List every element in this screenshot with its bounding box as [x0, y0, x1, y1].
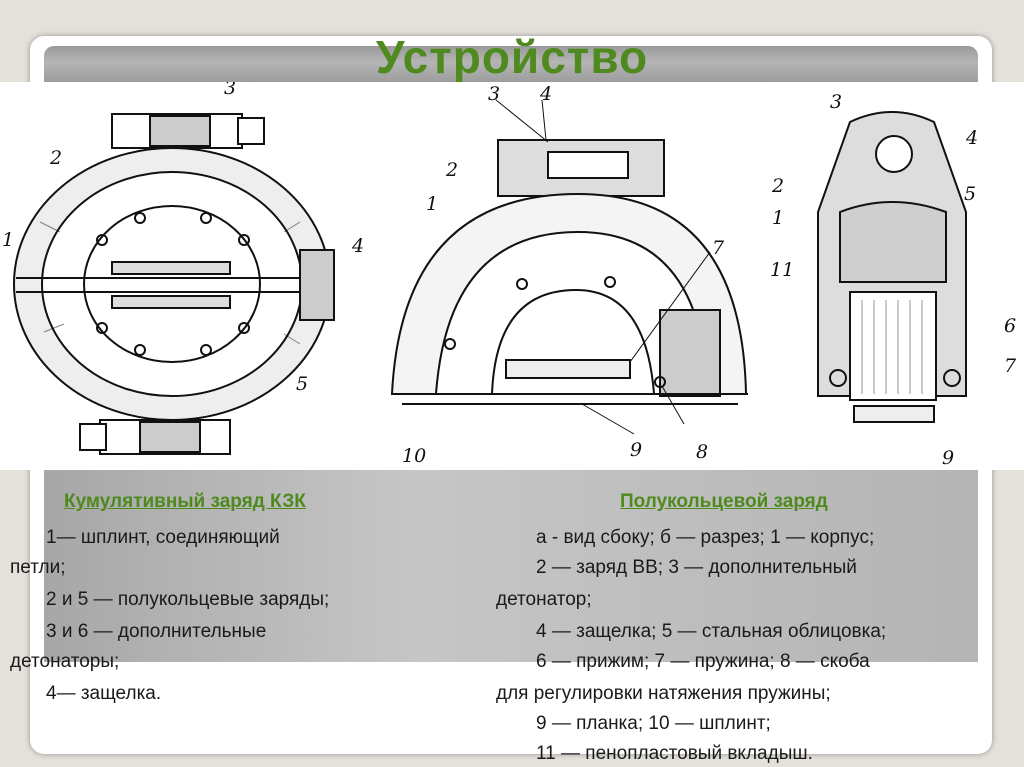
- right-caption-line: 4 — защелка; 5 — стальная облицовка;: [536, 621, 887, 642]
- ring-label-3: 3: [224, 82, 236, 99]
- half-ring-side-drawing: 3 4 2 1 7 8 9 10: [372, 82, 772, 470]
- side-label-10: 10: [402, 445, 426, 467]
- left-caption-line: 3 и 6 — дополнительные: [46, 621, 267, 642]
- left-caption-line: петли;: [10, 557, 66, 578]
- section-label-9: 9: [942, 447, 954, 469]
- side-label-9: 9: [630, 439, 642, 461]
- right-caption-line: детонатор;: [496, 589, 592, 610]
- left-caption-line: 4— защелка.: [46, 683, 162, 704]
- left-caption-line: 1— шплинт, соединяющий: [46, 527, 280, 548]
- section-label-4: 4: [965, 127, 978, 149]
- right-caption-line: 2 — заряд ВВ; 3 — дополнительный: [536, 557, 857, 578]
- section-label-3: 3: [830, 91, 842, 113]
- side-label-7: 7: [712, 237, 725, 259]
- right-caption-line: для регулировки натяжения пружины;: [496, 683, 831, 704]
- section-label-2: 2: [771, 175, 784, 197]
- ring-charge-drawing: 3 2 1 4 5: [0, 82, 374, 470]
- slide-title: Устройство: [375, 31, 649, 83]
- left-caption-line: детонаторы;: [10, 651, 120, 672]
- ring-label-1: 1: [2, 229, 14, 251]
- side-label-3: 3: [488, 83, 500, 105]
- right-caption-line: 11 — пенопластовый вкладыш.: [536, 743, 813, 764]
- side-label-1: 1: [426, 193, 438, 215]
- side-label-8: 8: [696, 441, 708, 463]
- right-caption-line: 6 — прижим; 7 — пружина; 8 — скоба: [536, 651, 870, 672]
- side-label-4: 4: [539, 83, 552, 105]
- half-ring-section-drawing: 3 4 2 5 1 11 6 7 9: [770, 82, 1024, 470]
- section-label-6: 6: [1004, 315, 1016, 337]
- right-caption-line: а - вид сбоку; б — разрез; 1 — корпус;: [536, 527, 875, 548]
- title-bar: [44, 46, 978, 82]
- section-label-1: 1: [772, 207, 784, 229]
- left-caption-heading: Кумулятивный заряд КЗК: [64, 491, 306, 512]
- ring-label-5: 5: [296, 373, 308, 395]
- section-label-5: 5: [964, 183, 976, 205]
- ring-label-2: 2: [49, 147, 62, 169]
- right-caption-heading: Полукольцевой заряд: [620, 491, 828, 512]
- right-caption-line: 9 — планка; 10 — шплинт;: [536, 713, 771, 734]
- ring-label-4: 4: [351, 235, 364, 257]
- side-label-2: 2: [445, 159, 458, 181]
- section-label-11: 11: [770, 259, 794, 281]
- section-label-7: 7: [1004, 355, 1017, 377]
- left-caption-line: 2 и 5 — полукольцевые заряды;: [46, 589, 330, 610]
